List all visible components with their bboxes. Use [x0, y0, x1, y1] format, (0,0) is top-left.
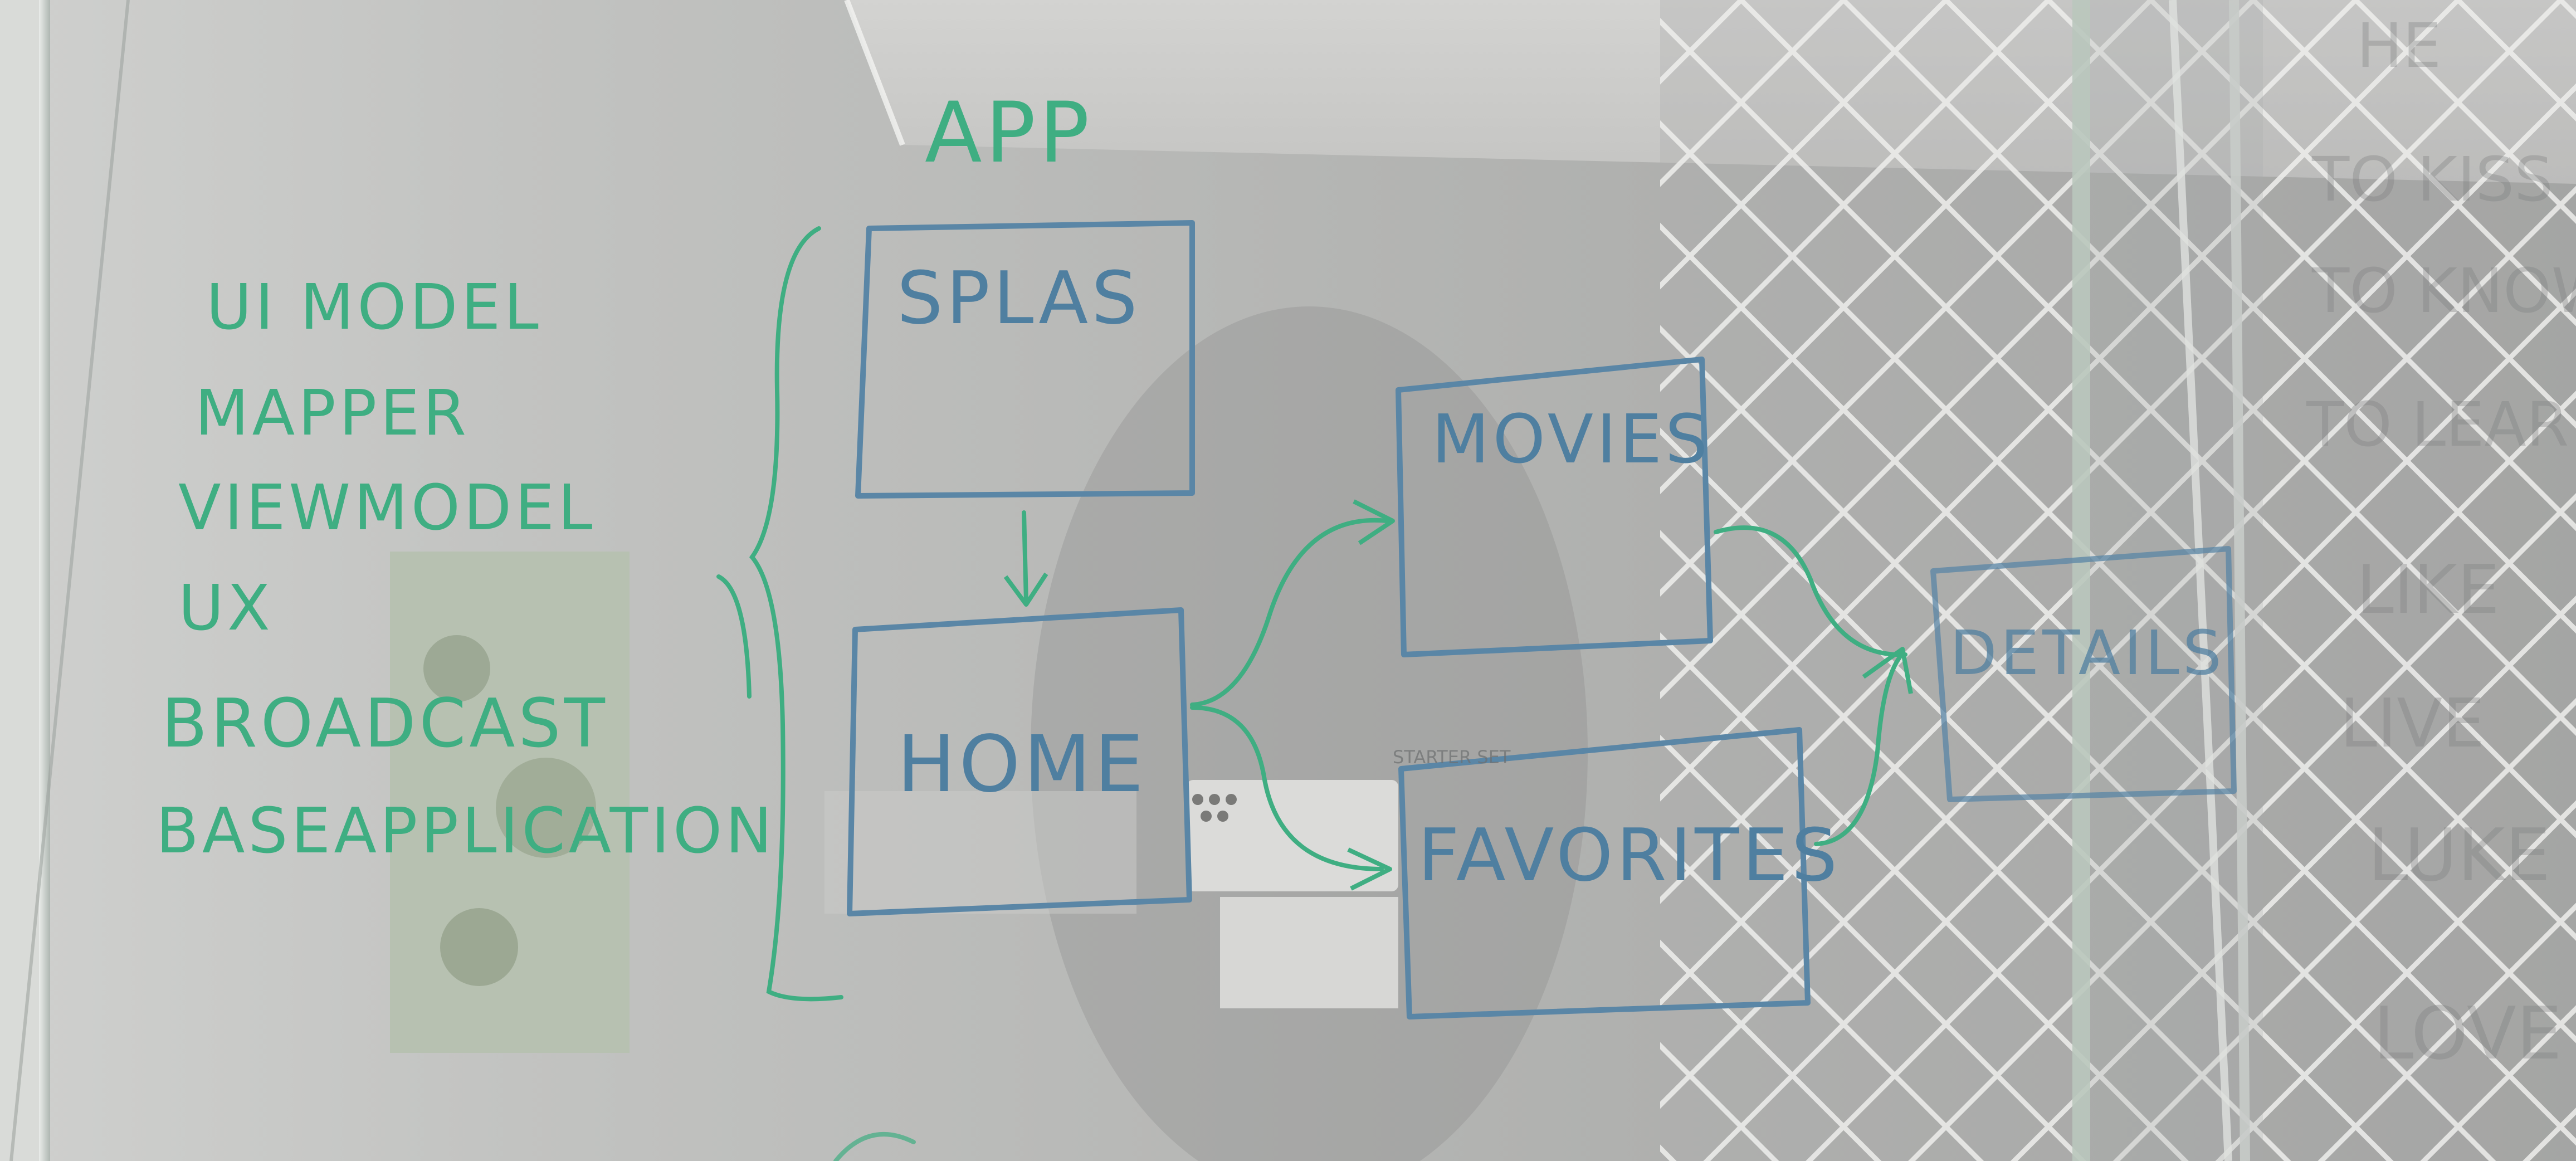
ghost-text: LIVE [2340, 685, 2485, 763]
node-home: HOME [847, 607, 1192, 916]
room-reflection [1031, 306, 1588, 1161]
ghost-text: LIKE [2357, 552, 2500, 629]
node-details: DETAILS [1930, 546, 2237, 802]
glass-edge-line [9, 0, 130, 1161]
brace [749, 226, 843, 1002]
node-favorites: FAVORITES [1398, 727, 1841, 1019]
ghost-text: LUKE [2368, 813, 2551, 897]
layer-item: UI MODEL [206, 271, 542, 344]
layer-item: BROADCAST [162, 685, 608, 763]
ghost-text: TO LEAR [2306, 389, 2569, 460]
layer-list: UI MODEL MAPPER VIEWMODEL UX BROADCAST B… [156, 271, 775, 867]
bottom-mark [833, 1131, 916, 1161]
arrow-favorites-to-details [1814, 647, 1913, 846]
arrow-movies-to-details [1714, 525, 1907, 657]
glass-panel-edge [2072, 0, 2090, 1161]
node-details-label: DETAILS [1950, 617, 2225, 689]
layer-item: MAPPER [195, 377, 470, 450]
dots-reflection [1192, 794, 1237, 822]
glass-frame-left [0, 0, 45, 1161]
node-home-label: HOME [897, 719, 1147, 810]
ghost-text: TO KISS [2311, 144, 2553, 215]
brace-tick [716, 574, 752, 699]
ghost-text: HE [2357, 10, 2441, 81]
background-writing: HE TO KISS TO KNOW TO LEAR LIKE LIVE LUK… [2306, 10, 2576, 1076]
layer-item: UX [178, 572, 274, 645]
node-splash-label: SPLAS [897, 256, 1141, 340]
node-splash: SPLAS [855, 220, 1195, 499]
node-movies-label: MOVIES [1432, 401, 1711, 479]
node-movies-series: MOVIES [1396, 357, 1713, 657]
layer-item: VIEWMODEL [178, 472, 596, 544]
arrow-home-to-movies [1190, 499, 1395, 707]
layer-item: BASEAPPLICATION [156, 795, 775, 867]
ghost-text: LOVE [2373, 991, 2562, 1076]
arrow-home-to-favorites [1190, 705, 1392, 891]
window-reflection [390, 552, 630, 1053]
node-favorites-label: FAVORITES [1418, 813, 1841, 897]
app-label: APP [925, 85, 1093, 182]
arrow-splash-to-home [1003, 510, 1048, 607]
reflection-box-label: STARTER SET [1393, 747, 1511, 768]
ghost-text: TO KNOW [2311, 255, 2576, 326]
net-rope [2229, 0, 2250, 1161]
